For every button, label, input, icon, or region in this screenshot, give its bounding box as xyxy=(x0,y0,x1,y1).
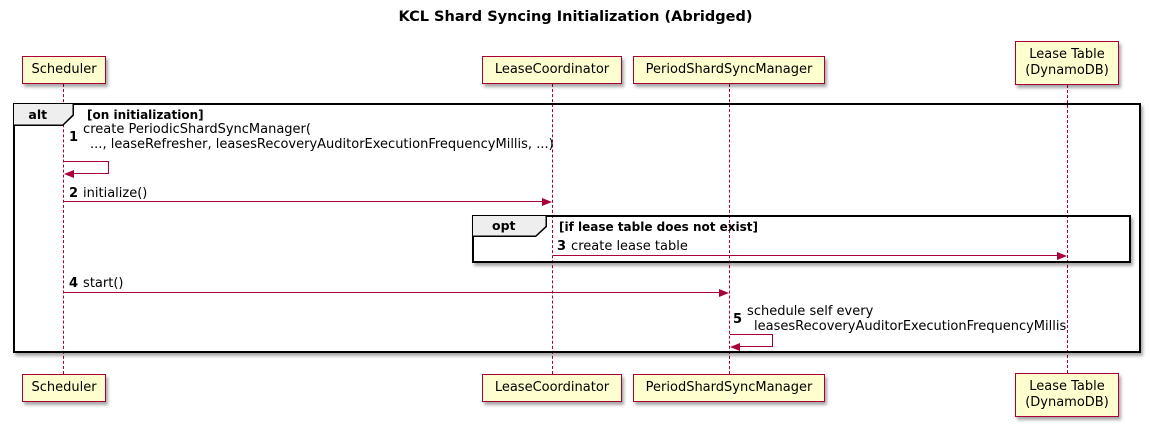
message-1-arrowhead xyxy=(64,170,74,178)
alt-keyword: alt xyxy=(14,104,73,125)
lifeline-scheduler xyxy=(63,84,64,374)
message-3-arrow xyxy=(553,255,1058,256)
message-1-text: create PeriodicShardSyncManager( ..., le… xyxy=(83,122,554,152)
message-5-self-arrow-return xyxy=(738,346,773,347)
message-5-self-arrow-out xyxy=(730,334,773,335)
participant-scheduler-bottom: Scheduler xyxy=(22,374,106,402)
message-3-arrowhead xyxy=(1057,252,1067,260)
participant-label-line2: (DynamoDB) xyxy=(1025,63,1109,78)
message-3-label: 3 create lease table xyxy=(557,239,688,254)
participant-label-line2: (DynamoDB) xyxy=(1025,395,1109,410)
message-5-text: schedule self every leasesRecoveryAudito… xyxy=(747,304,1066,334)
diagram-title: KCL Shard Syncing Initialization (Abridg… xyxy=(398,9,753,25)
opt-frame-label: opt xyxy=(473,216,547,237)
message-1-number: 1 xyxy=(69,129,79,145)
message-4-number: 4 xyxy=(69,276,79,291)
message-4-label: 4 start() xyxy=(69,276,123,291)
message-1-self-arrow-return xyxy=(72,173,109,174)
participant-label: Scheduler xyxy=(31,62,97,77)
participant-label: PeriodShardSyncManager xyxy=(645,380,813,395)
message-4-text: start() xyxy=(83,276,124,291)
message-5-arrowhead xyxy=(730,343,740,351)
participant-label: Scheduler xyxy=(31,380,97,395)
message-4-arrow xyxy=(64,292,721,293)
alt-frame: alt [on initialization] xyxy=(13,103,1141,353)
participant-label: LeaseCoordinator xyxy=(494,380,610,395)
message-1-line1: create PeriodicShardSyncManager( xyxy=(83,122,311,137)
participant-lease-table-bottom: Lease Table (DynamoDB) xyxy=(1015,373,1119,417)
participant-lease-table-top: Lease Table (DynamoDB) xyxy=(1015,41,1119,85)
message-1-self-arrow-out xyxy=(64,161,109,162)
message-1-label: 1 create PeriodicShardSyncManager( ..., … xyxy=(69,122,554,152)
message-5-number: 5 xyxy=(733,311,743,327)
participant-label-line1: Lease Table xyxy=(1029,47,1105,62)
lifeline-lease-table xyxy=(1067,85,1068,373)
participant-lease-coordinator-top: LeaseCoordinator xyxy=(482,56,622,84)
message-5-line2: leasesRecoveryAuditorExecutionFrequencyM… xyxy=(754,319,1067,334)
message-1-self-arrow-down xyxy=(108,161,109,174)
message-2-arrow xyxy=(64,201,544,202)
opt-frame: opt [if lease table does not exist] xyxy=(472,215,1131,263)
message-5-label: 5 schedule self every leasesRecoveryAudi… xyxy=(733,304,1066,334)
message-5-line1: schedule self every xyxy=(747,304,874,319)
lifeline-lease-coordinator xyxy=(552,84,553,374)
participant-period-shard-sync-manager-top: PeriodShardSyncManager xyxy=(633,56,825,84)
participant-label: PeriodShardSyncManager xyxy=(645,62,813,77)
participant-label: LeaseCoordinator xyxy=(494,62,610,77)
participant-label-line1: Lease Table xyxy=(1029,379,1105,394)
message-2-arrowhead xyxy=(542,198,552,206)
message-1-line2: ..., leaseRefresher, leasesRecoveryAudit… xyxy=(90,137,554,152)
message-4-arrowhead xyxy=(719,289,729,297)
lifeline-period-shard-sync-manager xyxy=(729,84,730,374)
participant-lease-coordinator-bottom: LeaseCoordinator xyxy=(482,374,622,402)
alt-frame-label: alt xyxy=(14,104,74,126)
participant-period-shard-sync-manager-bottom: PeriodShardSyncManager xyxy=(633,374,825,402)
message-5-self-arrow-down xyxy=(772,334,773,347)
participant-scheduler-top: Scheduler xyxy=(22,56,106,84)
message-2-label: 2 initialize() xyxy=(69,186,147,201)
opt-keyword: opt xyxy=(473,216,546,236)
alt-frame-condition: [on initialization] xyxy=(87,108,204,122)
message-2-number: 2 xyxy=(69,186,79,201)
message-3-text: create lease table xyxy=(571,239,688,254)
opt-frame-condition: [if lease table does not exist] xyxy=(559,220,759,234)
message-3-number: 3 xyxy=(557,239,567,254)
message-2-text: initialize() xyxy=(83,186,148,201)
